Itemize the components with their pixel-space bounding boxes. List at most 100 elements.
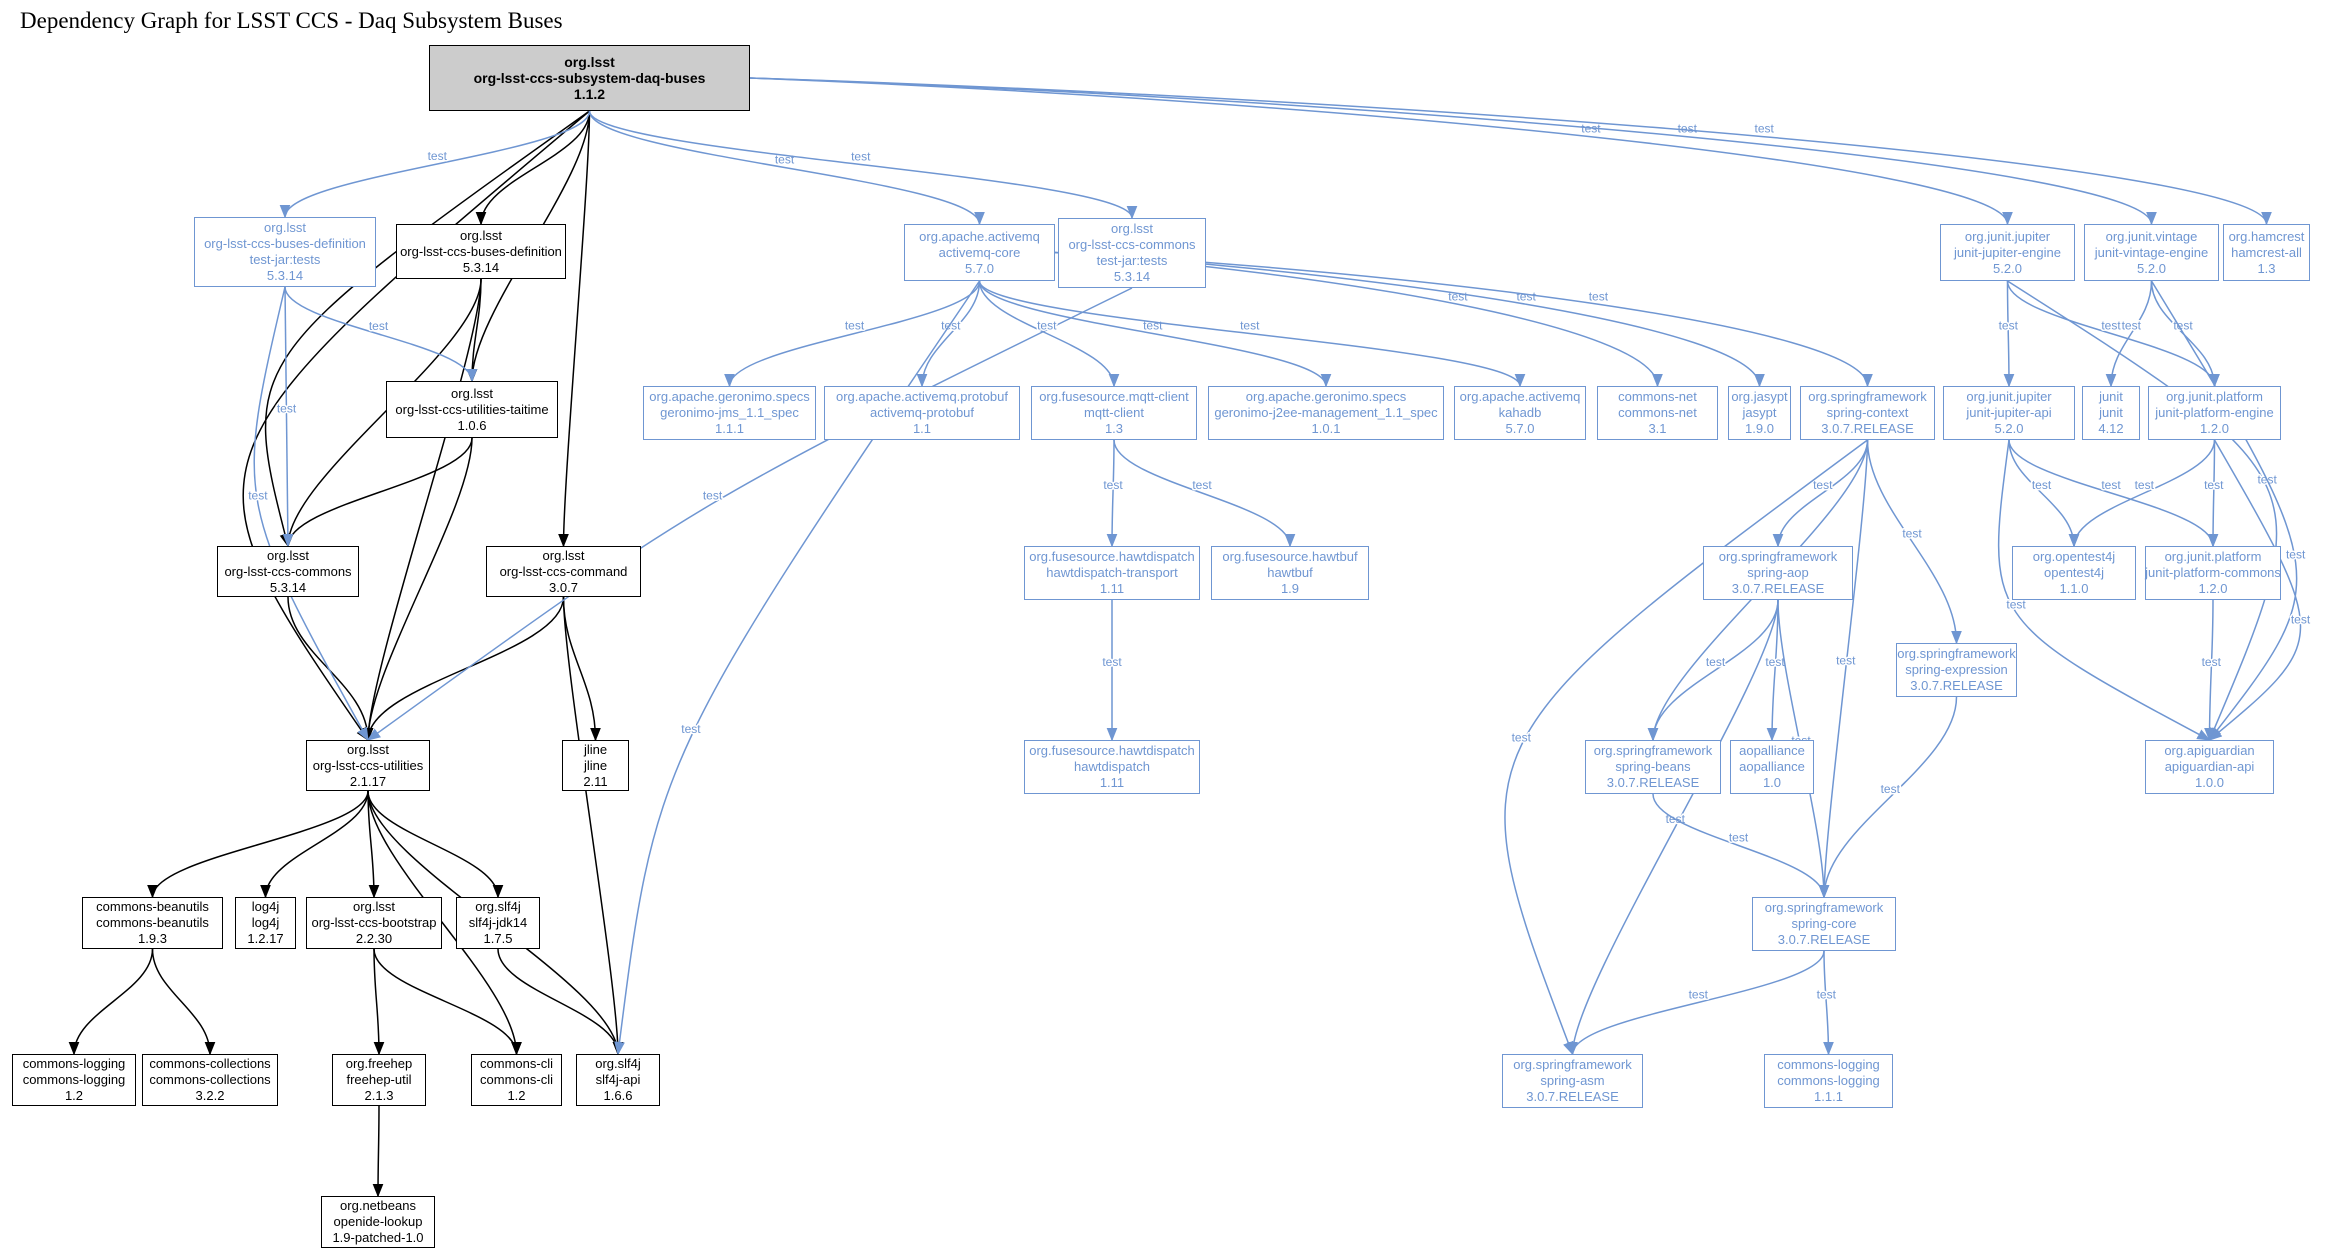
edge-scope-label: test [1836,654,1856,668]
edge-scope-label: test [681,722,701,736]
edge-buses-definition-tests--ccs-utilities [253,286,369,742]
edge-spring-context--spring-aop [1772,439,1869,548]
edge-junit-jupiter-api--opentest4j [2008,439,2080,548]
edge-ccs-command--ccs-utilities [362,596,565,742]
edge-spring-aop--spring-beans [1647,599,1779,742]
edge-activemq-core--spring-context [1054,251,1873,388]
edge-spring-aop--spring-asm [1567,599,1779,1056]
edge-scope-label: test [2204,478,2224,492]
edge-ccs-utilities--commons-beanutils [147,790,369,899]
edge-junit-jupiter-api--apiguardian [1997,439,2211,741]
edge-scope-label: test [941,319,961,333]
edge-scope-label: test [1751,575,1771,589]
edge-scope-label: test [851,150,871,164]
edge-daq-buses--junit-vintage-engine [749,77,2157,226]
edge-scope-label: test [248,488,268,502]
edge-spring-expression--spring-core [1818,696,1958,899]
edge-scope-label: test [2286,548,2306,562]
edge-junit-platform-engine--opentest4j [2068,439,2216,548]
edge-buses-definition-tests--ccs-commons [282,286,294,548]
edge-daq-buses--hamcrest-all [749,77,2272,226]
edge-scope-label: test [1581,122,1601,136]
edge-scope-label: test [2173,319,2193,333]
edge-junit-platform-commons--apiguardian [2204,599,2215,742]
edge-scope-label: test [1103,478,1123,492]
edge-activemq-core--mqtt-client [978,280,1120,388]
edge-ccs-utilities--bootstrap [367,790,380,899]
edge-scope-label: test [2032,478,2052,492]
edge-scope-label: test [1881,782,1901,796]
edge-scope-label: test [1817,988,1837,1002]
edge-scope-label: test [277,402,297,416]
edge-junit-jupiter-api--junit-platform-commons [2008,439,2219,548]
edge-buses-definition-tests--taitime [284,286,478,383]
edge-taitime--ccs-utilities [362,437,473,742]
edge-scope-label: test [845,319,865,333]
edge-junit-jupiter-engine--apiguardian [2007,280,2278,742]
edge-scope-label: test [703,489,723,503]
graph-title: Dependency Graph for LSST CCS - Daq Subs… [20,8,563,33]
edge-junit-vintage-engine--junit [2105,280,2153,388]
edge-scope-label: test [1192,478,1212,492]
edge-scope-label: test [1729,831,1749,845]
edge-ccs-command--jline [562,596,601,742]
edge-daq-buses--buses-definition-tests [279,110,591,219]
edge-buses-definition--ccs-commons [282,278,482,548]
edge-spring-context--spring-expression [1866,439,1962,645]
edge-ccs-utilities--log4j [260,790,369,899]
edge-scope-label: test [2101,319,2121,333]
edge-slf4j-jdk14--slf4j-api [497,948,624,1056]
edge-bootstrap--freehep-util [373,948,385,1056]
edge-commons-beanutils--commons-logging-12 [68,948,154,1056]
edge-scope-label: test [1678,122,1698,136]
edge-ccs-command--slf4j-api [562,596,624,1056]
edge-activemq-core--activemq-protobuf [916,280,981,388]
edge-mqtt-client--hawtbuf [1113,439,1296,548]
edge-scope-label: test [2291,613,2311,627]
edge-ccs-commons-tests--ccs-utilities [366,287,1133,741]
edge-scope-label: test [1791,734,1811,748]
edge-spring-core--commons-logging-111 [1823,950,1834,1056]
edge-scope-label: test [369,319,389,333]
edge-ccs-utilities--slf4j-jdk14 [367,790,504,899]
edge-spring-beans--spring-core [1652,793,1830,899]
edge-scope-label: test [1240,319,1260,333]
edge-junit-platform-engine--junit-platform-commons [2207,439,2219,548]
edge-scope-label: test [428,149,448,163]
edge-activemq-core--kahadb [978,280,1526,388]
edge-scope-label: test [1813,478,1833,492]
edge-junit-jupiter-engine--junit-jupiter-api [2003,280,2015,388]
edge-scope-label: test [2135,478,2155,492]
edge-daq-buses--taitime [466,110,591,383]
edge-daq-buses--activemq-core [588,110,985,226]
edge-spring-aop--aopalliance [1766,599,1779,742]
edge-buses-definition--ccs-utilities [362,278,482,742]
edge-scope-label: test [2202,655,2222,669]
edge-spring-context--spring-beans [1647,439,1869,742]
edge-scope-label: test [2122,319,2142,333]
edge-scope-label: test [1102,655,1122,669]
edge-scope-label: test [1516,289,1536,303]
edge-scope-label: test [1512,731,1532,745]
edge-scope-label: test [1589,289,1609,303]
edge-scope-label: test [1999,319,2019,333]
edge-scope-label: test [1689,988,1709,1002]
edge-scope-label: test [1037,319,1057,333]
edge-taitime--ccs-commons [282,437,473,548]
edge-scope-label: test [2101,478,2121,492]
edge-activemq-core--geronimo-jms [724,280,981,388]
edge-activemq-core--slf4j-api [614,280,981,1056]
edge-daq-buses--ccs-utilities [242,110,590,742]
edge-junit-platform-engine--apiguardian [2208,439,2302,741]
edge-daq-buses--junit-jupiter-engine [749,77,2013,226]
edge-daq-buses--buses-definition [475,110,591,226]
edge-junit-jupiter-engine--junit-platform-engine [2006,280,2220,388]
edge-commons-beanutils--commons-collections [151,948,216,1056]
edge-scope-label: test [1902,527,1922,541]
edge-scope-label: test [1448,289,1468,303]
edge-activemq-core--geronimo-j2ee [978,280,1332,388]
edge-ccs-utilities--commons-cli [367,790,522,1056]
edge-daq-buses--ccs-command [558,110,591,548]
